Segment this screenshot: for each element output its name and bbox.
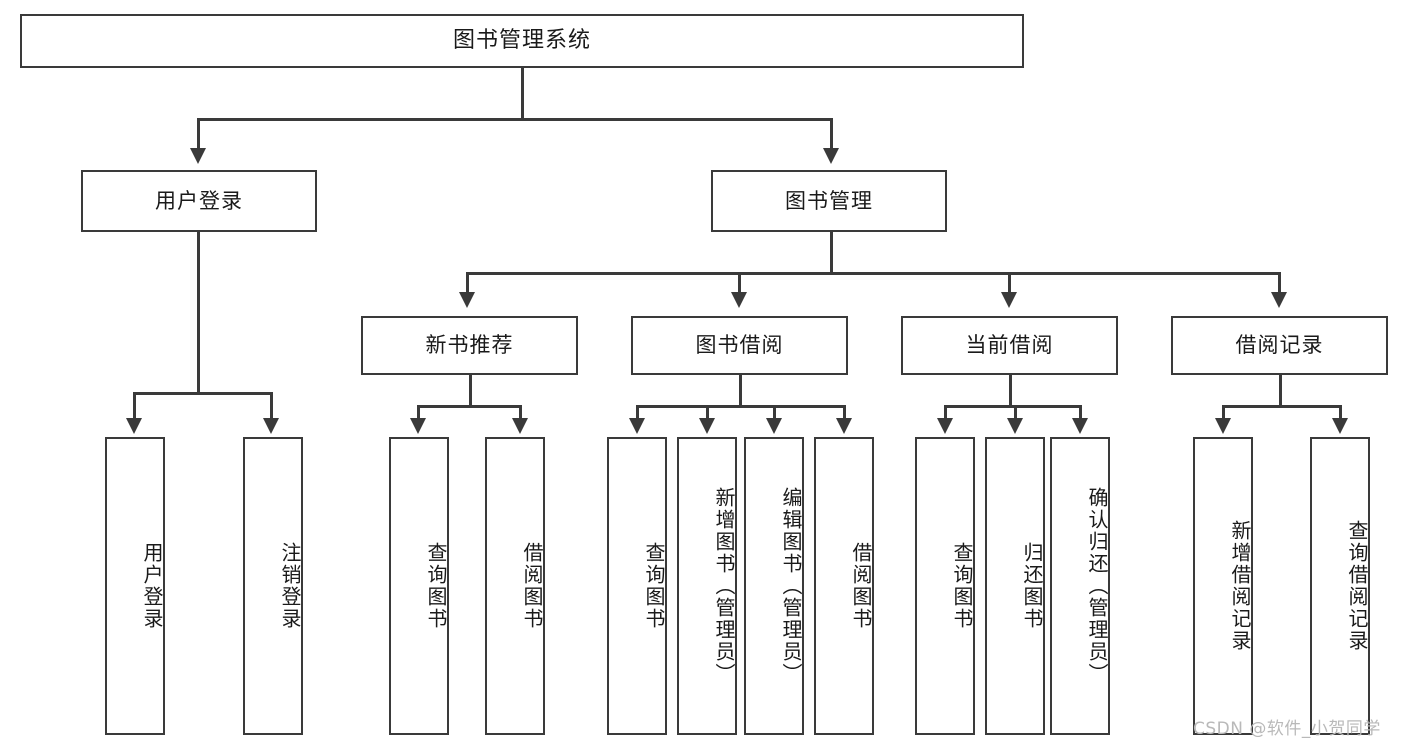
node-leaf-add-book-admin-label: 新增图书（管理员） [712, 487, 736, 685]
arrow-to-leaf-user-login [126, 418, 142, 434]
arrow-to-leaf-query-book-3 [937, 418, 953, 434]
node-user-login-label: 用户登录 [155, 188, 243, 213]
node-current-borrow[interactable]: 当前借阅 [901, 316, 1118, 375]
edge-bb-to-leaf4 [843, 405, 846, 420]
node-leaf-query-book-2-label: 查询图书 [642, 542, 666, 630]
node-leaf-borrow-book-1[interactable]: 借阅图书 [485, 437, 545, 735]
edge-bm-to-book-borrow [738, 272, 741, 294]
arrow-to-borrow-record [1271, 292, 1287, 308]
node-current-borrow-label: 当前借阅 [965, 333, 1054, 358]
node-leaf-confirm-return-admin-label: 确认归还（管理员） [1085, 487, 1109, 685]
edge-bm-to-new-book [466, 272, 469, 294]
node-leaf-borrow-book-2[interactable]: 借阅图书 [814, 437, 874, 735]
arrow-to-leaf-query-book-1 [410, 418, 426, 434]
edge-current-borrow-bus [944, 405, 1080, 408]
node-leaf-confirm-return-admin[interactable]: 确认归还（管理员） [1050, 437, 1110, 735]
edge-user-login-to-leaf1 [133, 392, 136, 420]
node-leaf-query-book-1[interactable]: 查询图书 [389, 437, 449, 735]
arrow-to-leaf-query-book-2 [629, 418, 645, 434]
arrow-to-leaf-borrow-book-1 [512, 418, 528, 434]
edge-user-login-bus [133, 392, 272, 395]
edge-nb-to-leaf1 [417, 405, 420, 420]
node-leaf-borrow-book-1-label: 借阅图书 [520, 542, 544, 630]
edge-br-to-leaf1 [1222, 405, 1225, 420]
arrow-to-book-management [823, 148, 839, 164]
edge-new-book-bus [417, 405, 521, 408]
edge-borrow-record-bus [1222, 405, 1340, 408]
node-leaf-borrow-book-2-label: 借阅图书 [849, 542, 873, 630]
node-user-login[interactable]: 用户登录 [81, 170, 317, 232]
edge-user-login-to-leaf2 [270, 392, 273, 420]
edge-book-borrow-bus [636, 405, 844, 408]
edge-cb-to-leaf3 [1079, 405, 1082, 420]
edge-user-login-down [197, 232, 200, 394]
arrow-to-book-borrow [731, 292, 747, 308]
arrow-to-user-login [190, 148, 206, 164]
arrow-to-leaf-logout-login [263, 418, 279, 434]
edge-borrow-record-down [1279, 375, 1282, 407]
edge-book-borrow-down [739, 375, 742, 407]
edge-book-management-down [830, 232, 833, 274]
node-leaf-query-book-3[interactable]: 查询图书 [915, 437, 975, 735]
node-leaf-add-borrow-record-label: 新增借阅记录 [1228, 520, 1252, 652]
edge-root-to-book-management [830, 118, 833, 150]
edge-cb-to-leaf1 [944, 405, 947, 420]
edge-bb-to-leaf2 [706, 405, 709, 420]
edge-root-to-user-login [197, 118, 200, 150]
node-book-management[interactable]: 图书管理 [711, 170, 947, 232]
node-leaf-user-login-label: 用户登录 [140, 542, 164, 630]
edge-br-to-leaf2 [1339, 405, 1342, 420]
node-book-management-label: 图书管理 [785, 188, 873, 213]
edge-root-bus [197, 118, 833, 121]
node-leaf-add-book-admin[interactable]: 新增图书（管理员） [677, 437, 737, 735]
edge-root-down [521, 68, 524, 120]
node-leaf-logout-login-label: 注销登录 [278, 542, 302, 630]
node-new-book-recommend-label: 新书推荐 [425, 333, 514, 358]
node-leaf-query-book-2[interactable]: 查询图书 [607, 437, 667, 735]
edge-current-borrow-down [1009, 375, 1012, 407]
node-leaf-logout-login[interactable]: 注销登录 [243, 437, 303, 735]
edge-bb-to-leaf1 [636, 405, 639, 420]
arrow-to-leaf-query-borrow-record [1332, 418, 1348, 434]
node-leaf-edit-book-admin-label: 编辑图书（管理员） [779, 487, 803, 685]
edge-book-management-bus [466, 272, 1280, 275]
edge-cb-to-leaf2 [1014, 405, 1017, 420]
node-root-label: 图书管理系统 [452, 28, 591, 54]
node-borrow-record-label: 借阅记录 [1235, 333, 1324, 358]
arrow-to-leaf-return-book [1007, 418, 1023, 434]
edge-nb-to-leaf2 [519, 405, 522, 420]
node-leaf-query-borrow-record-label: 查询借阅记录 [1345, 520, 1369, 652]
node-root-system[interactable]: 图书管理系统 [20, 14, 1024, 68]
arrow-to-current-borrow [1001, 292, 1017, 308]
watermark: CSDN @软件_小贺同学 [1193, 719, 1381, 739]
arrow-to-leaf-edit-book-admin [766, 418, 782, 434]
arrow-to-leaf-borrow-book-2 [836, 418, 852, 434]
node-new-book-recommend[interactable]: 新书推荐 [361, 316, 578, 375]
node-leaf-edit-book-admin[interactable]: 编辑图书（管理员） [744, 437, 804, 735]
node-book-borrow[interactable]: 图书借阅 [631, 316, 848, 375]
node-book-borrow-label: 图书借阅 [695, 333, 784, 358]
edge-bb-to-leaf3 [773, 405, 776, 420]
node-leaf-query-book-3-label: 查询图书 [950, 542, 974, 630]
node-leaf-return-book[interactable]: 归还图书 [985, 437, 1045, 735]
node-leaf-query-borrow-record[interactable]: 查询借阅记录 [1310, 437, 1370, 735]
arrow-to-leaf-add-borrow-record [1215, 418, 1231, 434]
edge-bm-to-borrow-record [1278, 272, 1281, 294]
arrow-to-leaf-add-book-admin [699, 418, 715, 434]
node-leaf-user-login[interactable]: 用户登录 [105, 437, 165, 735]
node-leaf-query-book-1-label: 查询图书 [424, 542, 448, 630]
edge-new-book-down [469, 375, 472, 407]
arrow-to-new-book-recommend [459, 292, 475, 308]
arrow-to-leaf-confirm-return-admin [1072, 418, 1088, 434]
edge-bm-to-current-borrow [1008, 272, 1011, 294]
node-leaf-return-book-label: 归还图书 [1020, 542, 1044, 630]
node-borrow-record[interactable]: 借阅记录 [1171, 316, 1388, 375]
node-leaf-add-borrow-record[interactable]: 新增借阅记录 [1193, 437, 1253, 735]
